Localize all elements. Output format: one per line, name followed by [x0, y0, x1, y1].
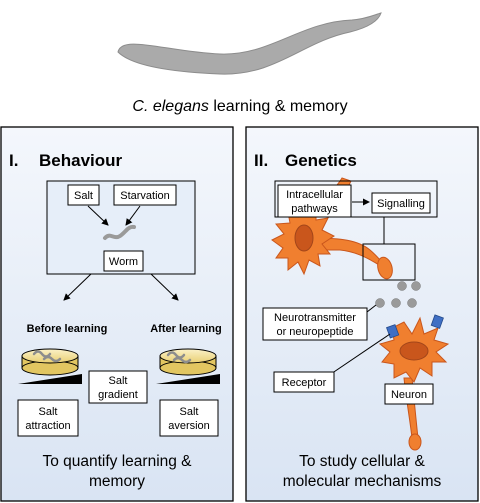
salt-attraction-label-2: attraction: [25, 420, 70, 432]
signalling-label: Signalling: [377, 198, 425, 210]
before-arrow: [63, 273, 92, 301]
genetics-heading: Genetics: [285, 151, 357, 170]
small-worm-icon: [103, 224, 136, 240]
gradient-wedge-before: [18, 374, 82, 384]
salt-aversion-label-1: Salt: [180, 406, 199, 418]
salt-attraction-box: [17, 399, 79, 437]
salt-gradient-label-1: Salt: [109, 375, 128, 387]
neurotransmitter-box: [262, 307, 368, 341]
worm-box: [103, 250, 144, 272]
gradient-wedge-after: [156, 374, 220, 384]
receptor-label: Receptor: [282, 377, 327, 389]
neuron-box: [384, 383, 434, 405]
signalling-box: [371, 192, 431, 214]
before-learning-label: Before learning: [27, 323, 108, 335]
genetics-footer-2: molecular mechanisms: [283, 473, 442, 490]
salt-box: [67, 184, 100, 206]
neurotransmitter-label-1: Neurotransmitter: [274, 312, 356, 324]
intracellular-pathways-box: [277, 184, 352, 218]
receptor-box: [273, 371, 335, 393]
starvation-arrow: [125, 205, 141, 226]
genetics-panel: II. Genetics Intracellular pathways Sign…: [245, 126, 479, 502]
behaviour-numeral: I.: [9, 151, 18, 170]
vesicles: [375, 281, 421, 308]
neuron-label: Neuron: [391, 389, 427, 401]
after-arrow: [150, 273, 179, 301]
intracellular-label-1: Intracellular: [286, 189, 343, 201]
behaviour-heading: Behaviour: [39, 151, 123, 170]
salt-gradient-label-2: gradient: [98, 389, 138, 401]
starvation-label: Starvation: [120, 190, 170, 202]
salt-attraction-label-1: Salt: [39, 406, 58, 418]
page-title: C. elegans learning & memory: [132, 98, 347, 115]
worm-illustration: [117, 12, 382, 75]
genetics-numeral: II.: [254, 151, 268, 170]
petri-dish-after: [159, 348, 217, 376]
behaviour-footer-1: To quantify learning &: [42, 453, 192, 470]
salt-label: Salt: [74, 190, 93, 202]
salt-arrow: [87, 205, 109, 226]
behaviour-panel: I. Behaviour Salt Starvation Worm Before…: [0, 126, 234, 502]
petri-dish-before: [21, 348, 79, 376]
synapse-box: [362, 243, 416, 281]
neurotransmitter-pointer: [366, 304, 377, 313]
salt-aversion-label-2: aversion: [168, 420, 210, 432]
receptor-icon: [430, 314, 444, 329]
neurotransmitter-label-2: or neuropeptide: [276, 326, 353, 338]
salt-aversion-box: [159, 399, 219, 437]
intracellular-region-box: [274, 180, 438, 218]
worm-label: Worm: [109, 256, 138, 268]
genetics-footer-1: To study cellular &: [299, 453, 425, 470]
starvation-box: [113, 184, 177, 206]
behaviour-footer-2: memory: [89, 473, 145, 490]
intracellular-label-2: pathways: [291, 203, 338, 215]
after-learning-label: After learning: [150, 323, 222, 335]
salt-gradient-box: [88, 370, 148, 404]
